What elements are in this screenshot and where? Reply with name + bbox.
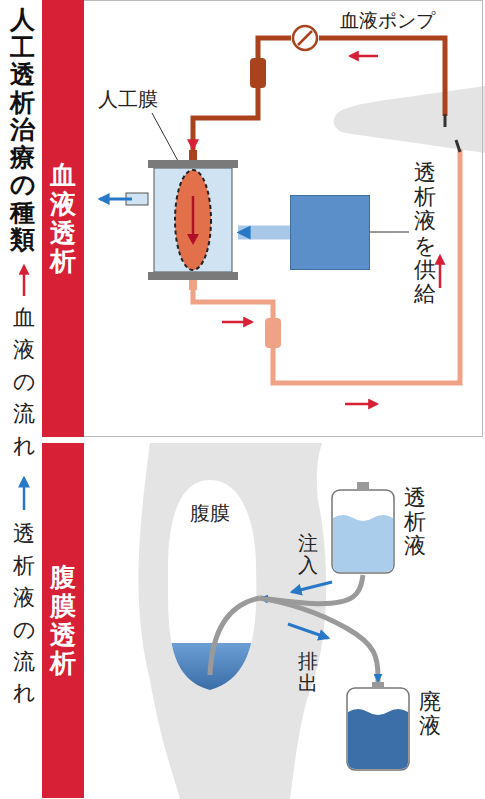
dialyzer-plate: [148, 272, 238, 280]
legend-arrow: [23, 266, 26, 296]
connector: [238, 232, 290, 233]
dialyzer-housing: [154, 168, 232, 272]
dialysate-bag: 透析液: [330, 482, 396, 575]
diagram-title: 人工透析治療の種類: [10, 6, 35, 254]
waste-bag-shape: [345, 682, 411, 772]
connector-path: [193, 38, 291, 150]
needle: [444, 114, 447, 127]
blood-tube: [319, 38, 445, 116]
edge-label: 注入: [298, 532, 318, 576]
panel-heading: 腹膜透析: [50, 563, 76, 677]
dialyzer-inlet: [189, 150, 197, 160]
peritoneum: 腹膜: [160, 478, 260, 695]
arm: [334, 86, 485, 153]
flow-arrow: [192, 196, 195, 236]
membrane: [175, 170, 211, 270]
edge-label: 排出: [298, 650, 318, 694]
connector: [260, 598, 378, 682]
bag-outline: [332, 490, 394, 573]
node-label: 廃液: [419, 690, 441, 738]
pump-rotor: [298, 31, 312, 45]
needle: [456, 140, 460, 152]
bag-fluid: [333, 515, 393, 572]
dialysate-bag-shape: [330, 482, 396, 575]
node-label: 透析液: [404, 486, 426, 559]
dialyzer-shape: [148, 150, 238, 290]
bag-port: [372, 682, 384, 688]
flow-arrow: [288, 624, 328, 638]
pump-circle: [293, 26, 317, 50]
dialysate-supply: 透析液を供給: [290, 195, 370, 270]
node-label: 血液ポンプ: [340, 8, 435, 34]
legend-label: 血液の流れ: [13, 302, 35, 461]
panel-band: 血液透析: [42, 0, 84, 437]
treatment-panel: 腹膜透析 腹膜 透析液廃液: [42, 443, 483, 798]
blood-pump: 血液ポンプ: [291, 24, 319, 52]
flow-arrow: [439, 256, 442, 288]
legend-label: 透析液の流れ: [13, 518, 35, 709]
flow-arrow: [345, 403, 377, 406]
bag-fluid: [348, 709, 408, 769]
connector-path: [260, 598, 378, 682]
flow-arrow: [100, 198, 132, 201]
legend-arrow: [23, 478, 26, 510]
dialyzer: 人工膜: [148, 150, 238, 290]
panel-band: 腹膜透析: [42, 443, 84, 798]
node-label: 透析液を供給: [414, 161, 436, 306]
panel-heading: 血液透析: [50, 161, 76, 275]
flow-arrow: [292, 582, 332, 592]
connector: [193, 38, 291, 150]
body-silhouette: [138, 443, 326, 799]
flow-arrow-head: [187, 234, 199, 245]
waste-bag: 廃液: [345, 682, 411, 772]
node-label: 腹膜: [190, 500, 230, 527]
treatment-panel: 血液透析血液ポンプ人工膜透析液を供給: [42, 0, 483, 437]
node-label: 人工膜: [98, 86, 158, 113]
bag-port: [357, 482, 369, 490]
blood-pump-shape: [291, 24, 319, 52]
connector-path: [238, 226, 290, 240]
drip-chamber: [265, 318, 281, 348]
flow-arrow: [350, 55, 378, 58]
bag-outline: [347, 688, 409, 770]
dialyzer-outlet: [189, 280, 197, 290]
catheter: [210, 598, 260, 675]
dialyzer-plate: [148, 160, 238, 168]
blood-tube: [193, 149, 460, 383]
flow-arrow: [222, 321, 252, 324]
leader-line: [370, 232, 409, 233]
